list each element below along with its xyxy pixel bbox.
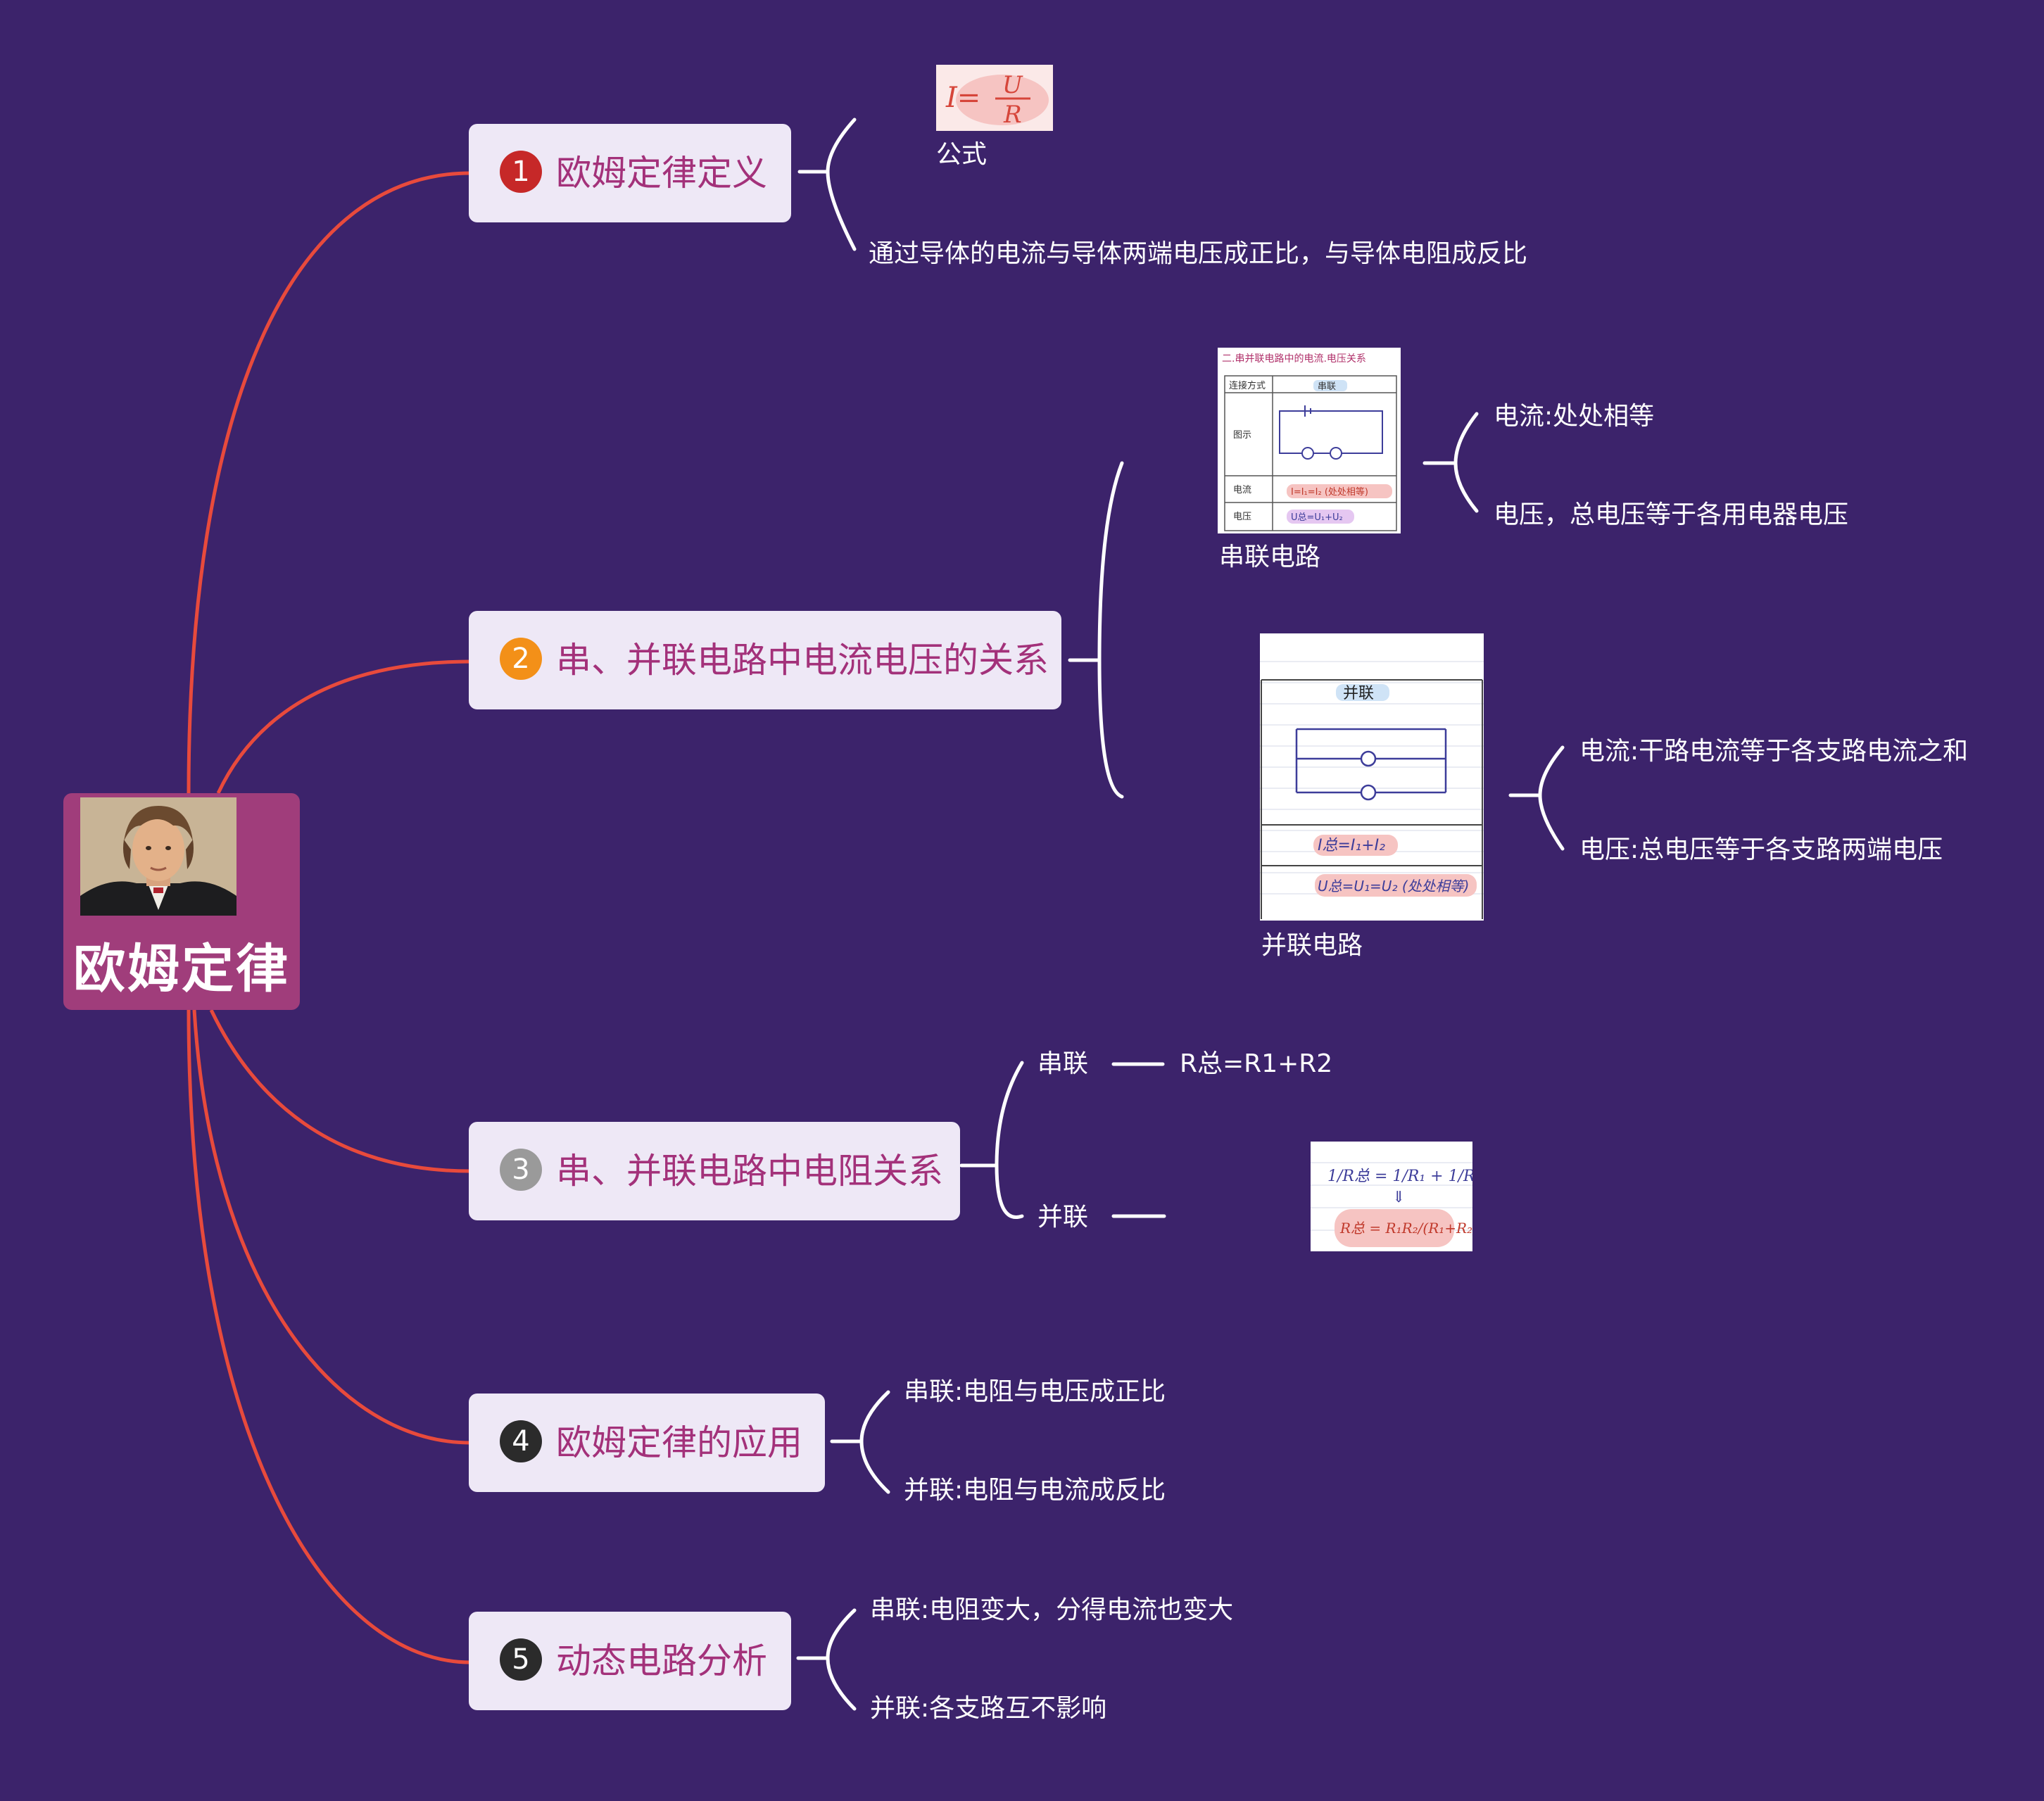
- topic-current-voltage-relations[interactable]: 2 串、并联电路中电流电压的关系: [469, 611, 1061, 709]
- dynamic-parallel-text: 并联:各支路互不影响: [870, 1694, 1107, 1723]
- topic-label: 动态电路分析: [556, 1641, 767, 1681]
- series-image-header: 二.串并联电路中的电流.电压关系: [1222, 353, 1366, 365]
- parallel-circuit-image[interactable]: 并联 I总=I₁+I₂ U总=U₁=U₂ (处处相等): [1260, 633, 1484, 921]
- topic-label: 串、并联电路中电阻关系: [556, 1151, 943, 1192]
- number-badge-5: 5: [500, 1638, 542, 1681]
- series-image-current: I=I₁=I₂ (处处相等): [1291, 486, 1368, 498]
- topic-label: 欧姆定律的应用: [556, 1422, 802, 1463]
- number-badge-1: 1: [500, 151, 542, 193]
- parallel-image-header: 并联: [1343, 685, 1374, 702]
- parallel-resistance-line1: 1/R总 = 1/R₁ + 1/R₂: [1327, 1168, 1472, 1185]
- svg-text:R: R: [1003, 101, 1022, 129]
- parallel-image-voltage: U总=U₁=U₂ (处处相等): [1318, 878, 1469, 895]
- svg-text:⇓: ⇓: [1392, 1189, 1405, 1206]
- series-circuit-image[interactable]: 二.串并联电路中的电流.电压关系 连接方式 串联 图示 电流 电压 I=I₁=I…: [1218, 348, 1401, 533]
- root-title: 欧姆定律: [73, 939, 290, 999]
- resistance-series-label: 串联: [1037, 1049, 1089, 1078]
- series-image-col1: 连接方式: [1229, 380, 1266, 391]
- parallel-circuit-caption: 并联电路: [1261, 931, 1363, 960]
- series-image-col2: 串联: [1318, 381, 1336, 392]
- svg-text:U: U: [1002, 71, 1023, 99]
- series-voltage-text: 电压，总电压等于各用电器电压: [1494, 500, 1849, 529]
- series-image-row3: 电压: [1233, 512, 1251, 522]
- ohm-portrait: [80, 797, 236, 916]
- parallel-resistance-line2: R总 = R₁R₂/(R₁+R₂): [1339, 1220, 1472, 1237]
- number-badge-4: 4: [500, 1420, 542, 1462]
- dynamic-series-text: 串联:电阻变大，分得电流也变大: [870, 1595, 1234, 1624]
- topic-label: 串、并联电路中电流电压的关系: [556, 640, 1049, 681]
- topic-ohm-definition[interactable]: 1 欧姆定律定义: [469, 124, 791, 222]
- formula-caption: 公式: [936, 140, 988, 169]
- series-image-row2: 电流: [1233, 485, 1251, 495]
- application-parallel-text: 并联:电阻与电流成反比: [904, 1476, 1166, 1505]
- topic-ohm-application[interactable]: 4 欧姆定律的应用: [469, 1394, 825, 1492]
- number-badge-2: 2: [500, 638, 542, 680]
- formula-image[interactable]: I= U R: [936, 65, 1053, 131]
- resistance-series-formula: R总=R1+R2: [1180, 1049, 1333, 1078]
- series-circuit-caption: 串联电路: [1219, 543, 1321, 571]
- branch-brackets: [796, 118, 1565, 1711]
- series-image-row1: 图示: [1233, 430, 1251, 441]
- number-badge-3: 3: [500, 1149, 542, 1191]
- root-node[interactable]: 欧姆定律: [63, 793, 300, 1010]
- series-current-text: 电流:处处相等: [1494, 402, 1655, 431]
- svg-text:I=: I=: [945, 82, 980, 114]
- ohm-definition-text: 通过导体的电流与导体两端电压成正比，与导体电阻成反比: [869, 239, 1528, 268]
- parallel-resistance-image[interactable]: 1/R总 = 1/R₁ + 1/R₂ ⇓ R总 = R₁R₂/(R₁+R₂): [1311, 1142, 1472, 1251]
- topic-label: 欧姆定律定义: [556, 153, 767, 194]
- parallel-voltage-text: 电压:总电压等于各支路两端电压: [1579, 835, 1943, 864]
- topic-resistance-relations[interactable]: 3 串、并联电路中电阻关系: [469, 1122, 960, 1220]
- topic-dynamic-circuit[interactable]: 5 动态电路分析: [469, 1612, 791, 1710]
- root-links: [187, 171, 471, 1664]
- series-image-voltage: U总=U₁+U₂: [1291, 512, 1343, 523]
- parallel-image-current: I总=I₁+I₂: [1318, 837, 1385, 854]
- resistance-parallel-label: 并联: [1037, 1203, 1089, 1232]
- parallel-current-text: 电流:干路电流等于各支路电流之和: [1579, 737, 1969, 766]
- application-series-text: 串联:电阻与电压成正比: [904, 1377, 1166, 1406]
